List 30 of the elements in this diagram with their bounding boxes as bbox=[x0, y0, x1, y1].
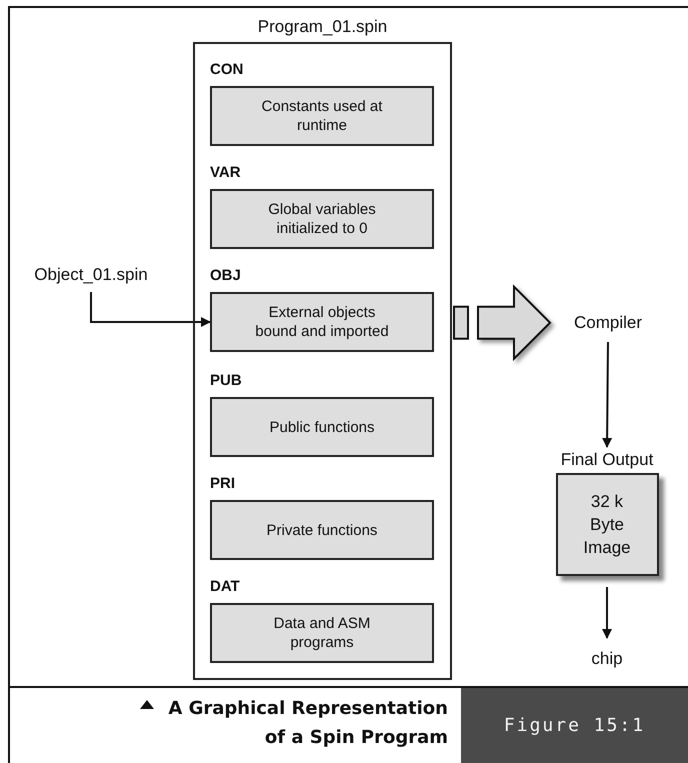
figure-number: Figure 15:1 bbox=[504, 714, 646, 738]
section-heading: PUB bbox=[210, 373, 242, 388]
section-box bbox=[210, 397, 434, 457]
arrow bbox=[602, 587, 612, 639]
node-label: Object_01.spin bbox=[16, 262, 166, 288]
section-text: Data and ASM programs bbox=[272, 614, 372, 652]
section-text: External objects bound and imported bbox=[254, 303, 390, 341]
node-label: Compiler bbox=[560, 310, 656, 336]
section-text: Public functions bbox=[269, 418, 375, 436]
section-heading: CON bbox=[210, 62, 244, 77]
section-box bbox=[210, 292, 434, 352]
box-heading: Final Output bbox=[560, 449, 654, 471]
section-heading: DAT bbox=[210, 579, 240, 594]
section-box bbox=[210, 86, 434, 146]
section-heading: PRI bbox=[210, 476, 236, 491]
section-text: Private functions bbox=[266, 520, 378, 540]
section-text: Constants used at runtime bbox=[260, 97, 384, 135]
section-heading: VAR bbox=[210, 165, 241, 180]
section-box bbox=[210, 500, 434, 560]
arrow bbox=[602, 342, 612, 448]
box-title: Program_01.spin bbox=[256, 16, 388, 38]
section-heading: OBJ bbox=[210, 268, 241, 283]
section-text: Global variables initialized to 0 bbox=[267, 200, 377, 238]
arrow bbox=[90, 292, 211, 327]
figure-caption: A Graphical Representation of a Spin Program bbox=[167, 697, 448, 750]
node-label: chip bbox=[577, 646, 637, 672]
block-arrow bbox=[477, 284, 552, 362]
section-box bbox=[210, 603, 434, 663]
section-box bbox=[210, 189, 434, 249]
output-box: 32 k Byte Image bbox=[556, 473, 658, 576]
